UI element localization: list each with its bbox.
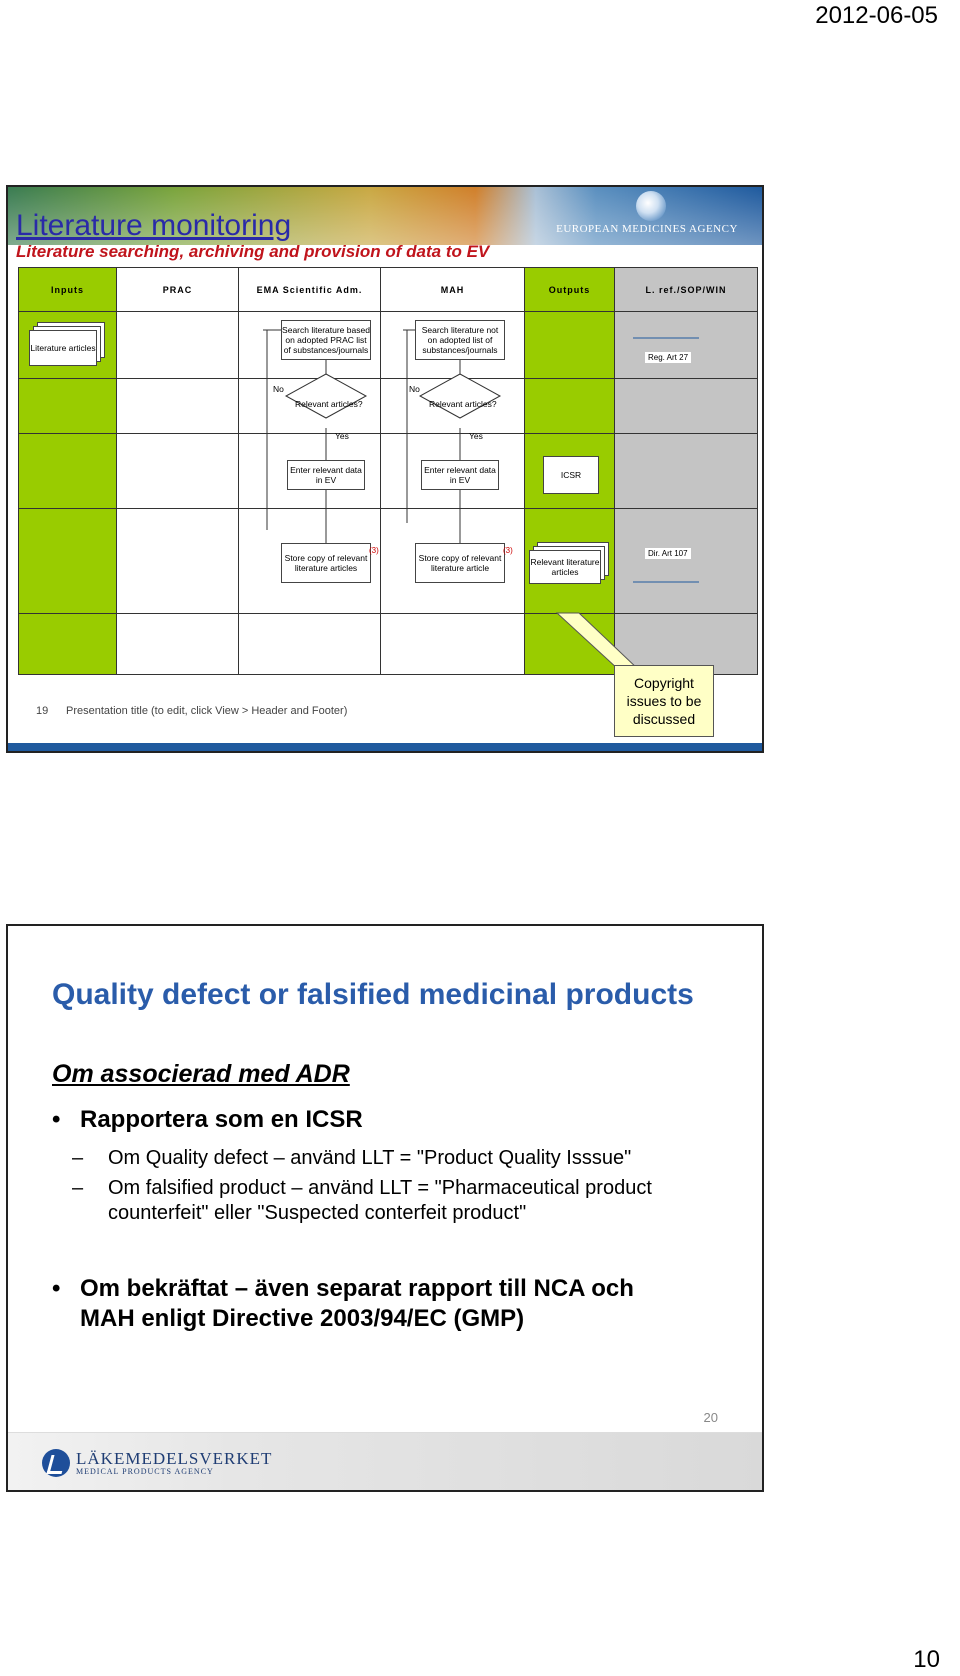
slide-footer-text: Presentation title (to edit, click View … — [66, 705, 347, 717]
ref-reg-art-27: Reg. Art 27 — [645, 352, 691, 363]
logo-subtitle: MEDICAL PRODUCTS AGENCY — [76, 1467, 272, 1476]
page-date: 2012-06-05 — [815, 2, 938, 30]
sub-bullet-item: – Om Quality defect – använd LLT = "Prod… — [72, 1147, 722, 1170]
bullet-item: • Om bekräftat – även separat rapport ti… — [52, 1274, 692, 1334]
box-store-prac: Store copy of relevant literature articl… — [281, 543, 371, 583]
decision-diamond-prac — [286, 374, 366, 418]
bullet-text: Om bekräftat – även separat rapport till… — [80, 1274, 692, 1334]
bullet-item: • Rapportera som en ICSR — [52, 1106, 363, 1134]
dash-icon: – — [72, 1176, 108, 1226]
ema-emblem-icon — [636, 191, 666, 221]
label-no-prac: No — [273, 384, 284, 394]
flow-connectors — [19, 268, 757, 674]
slide-page-number: 20 — [704, 1410, 718, 1425]
bullet-text: Rapportera som en ICSR — [80, 1106, 363, 1134]
dash-icon: – — [72, 1147, 108, 1170]
ema-logo: EUROPEAN MEDICINES AGENCY — [552, 191, 742, 237]
ema-logo-text: EUROPEAN MEDICINES AGENCY — [552, 223, 742, 235]
box-enter-ev-mah: Enter relevant data in EV — [421, 460, 499, 490]
slide-subheading: Om associerad med ADR — [52, 1060, 350, 1089]
box-icsr: ICSR — [543, 456, 599, 494]
bullet-icon: • — [52, 1106, 80, 1134]
slide-subtitle: Literature searching, archiving and prov… — [16, 242, 489, 262]
sub-bullet-text: Om falsified product – använd LLT = "Pha… — [108, 1176, 722, 1226]
label-yes-mah: Yes — [469, 431, 483, 441]
bullet-icon: • — [52, 1274, 80, 1334]
swimlane-flowchart: Inputs PRAC EMA Scientific Adm. MAH Outp… — [18, 267, 758, 675]
page-number: 10 — [913, 1646, 940, 1674]
label-yes-prac: Yes — [335, 431, 349, 441]
box-store-mah: Store copy of relevant literature articl… — [415, 543, 505, 583]
ref-3-prac: (3) — [369, 546, 379, 555]
lakemedelsverket-logo: LÄKEMEDELSVERKET MEDICAL PRODUCTS AGENCY — [42, 1448, 272, 1478]
callout-copyright: Copyright issues to be discussed — [614, 665, 714, 737]
slide-literature-monitoring: EUROPEAN MEDICINES AGENCY Literature mon… — [6, 185, 764, 753]
ref-3-mah: (3) — [503, 546, 513, 555]
box-enter-ev-prac: Enter relevant data in EV — [287, 460, 365, 490]
sub-bullet-text: Om Quality defect – använd LLT = "Produc… — [108, 1147, 631, 1170]
box-prac-search: Search literature based on adopted PRAC … — [281, 320, 371, 360]
slide-title: Quality defect or falsified medicinal pr… — [52, 978, 694, 1012]
label-relevant-prac: Relevant articles? — [295, 399, 363, 409]
ref-dir-art-107: Dir. Art 107 — [645, 548, 691, 559]
decision-diamond-mah — [420, 374, 500, 418]
label-relevant-mah: Relevant articles? — [429, 399, 497, 409]
slide-footer-number: 19 — [36, 705, 48, 717]
box-mah-search: Search literature not on adopted list of… — [415, 320, 505, 360]
sub-bullet-item: – Om falsified product – använd LLT = "P… — [72, 1176, 722, 1226]
slide-footer: LÄKEMEDELSVERKET MEDICAL PRODUCTS AGENCY — [8, 1432, 762, 1490]
doc-literature-articles: Literature articles — [29, 330, 97, 366]
lakemedelsverket-emblem-icon — [42, 1449, 70, 1477]
slide-quality-defect: Quality defect or falsified medicinal pr… — [6, 924, 764, 1492]
slide-title: Literature monitoring — [16, 209, 291, 243]
slide-bottom-bar — [8, 743, 762, 751]
callout-pointer — [557, 613, 639, 670]
logo-name: LÄKEMEDELSVERKET — [76, 1450, 272, 1467]
doc-relevant-literature: Relevant literature articles — [529, 550, 601, 584]
label-no-mah: No — [409, 384, 420, 394]
